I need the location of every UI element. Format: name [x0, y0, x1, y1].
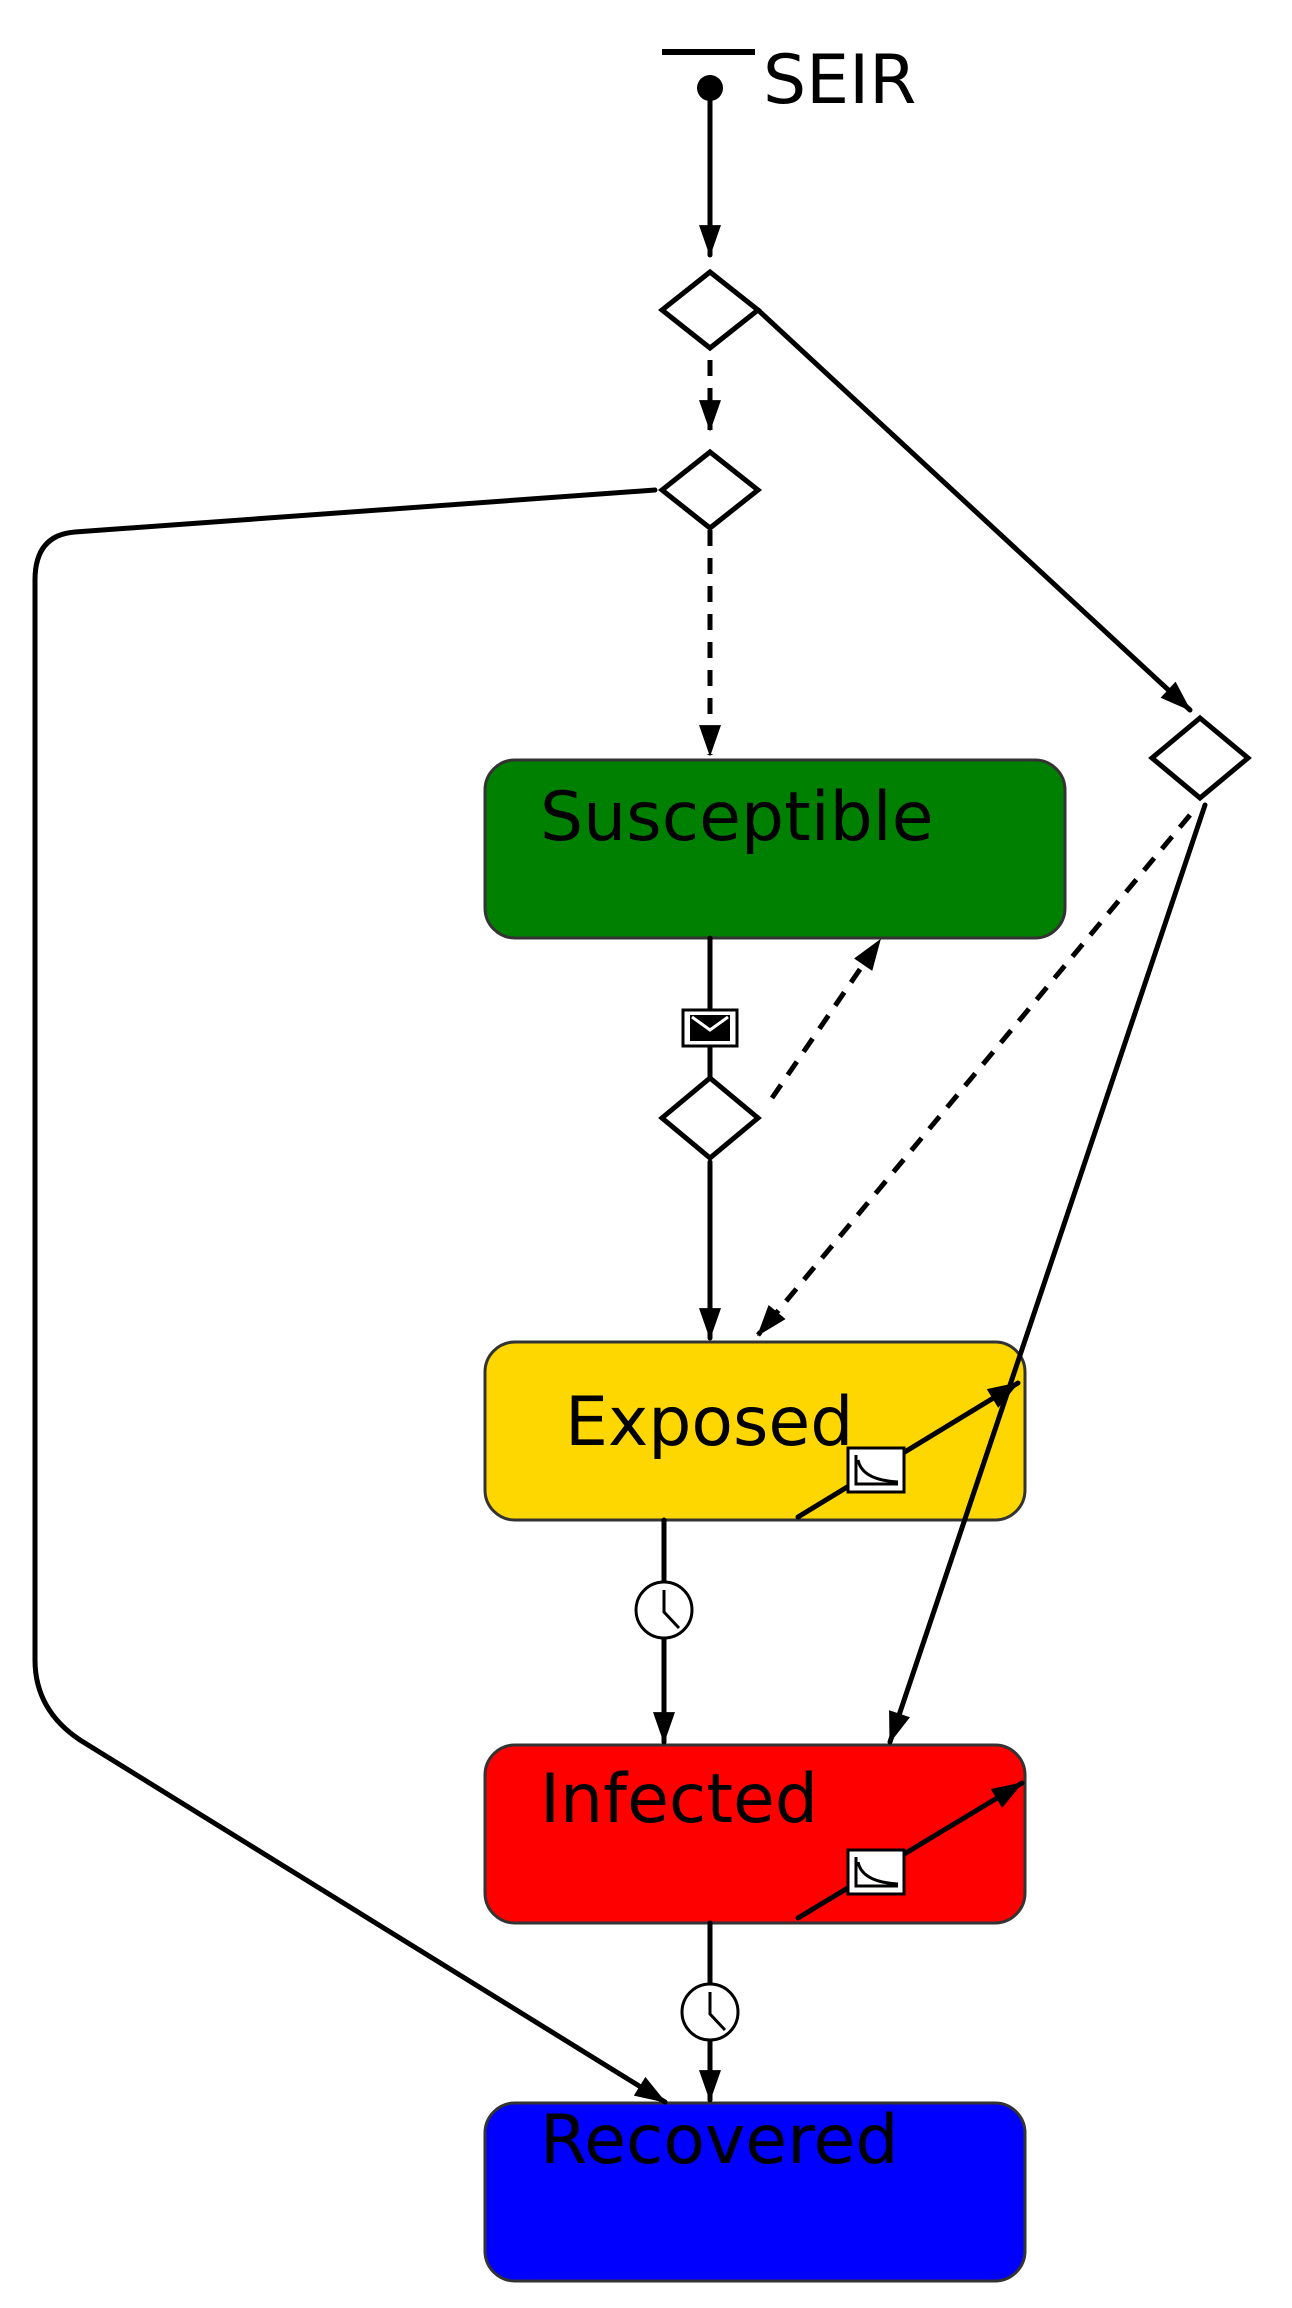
- branch-node-3[interactable]: [658, 1074, 762, 1162]
- timeout-clock-icon: [634, 1580, 694, 1640]
- transition-branch-right-to-exposed[interactable]: [756, 813, 1192, 1337]
- transition-branch3-to-susceptible[interactable]: [769, 938, 883, 1100]
- branch-node-2[interactable]: [657, 448, 763, 532]
- state-infected-label: Infected: [540, 1760, 818, 1839]
- rate-decay-icon: [846, 1446, 906, 1494]
- state-recovered-label: Recovered: [540, 2101, 899, 2180]
- branch-node-1[interactable]: [657, 268, 763, 352]
- transition-infected-internal[interactable]: [795, 1780, 1025, 1921]
- rate-decay-icon: [846, 1848, 906, 1896]
- transition-branch-right-to-infected[interactable]: [887, 802, 1208, 1745]
- state-exposed-label: Exposed: [565, 1383, 853, 1462]
- statechart-title: SEIR: [763, 41, 916, 120]
- statechart-entry-point[interactable]: [697, 75, 723, 101]
- state-susceptible[interactable]: [483, 758, 1067, 940]
- state-susceptible-label: Susceptible: [540, 778, 934, 857]
- message-envelope-icon: [681, 1008, 739, 1048]
- transition-branch1-to-branch-right[interactable]: [755, 307, 1193, 713]
- transition-branch2-to-recovered[interactable]: [32, 487, 668, 2105]
- timeout-clock-icon: [680, 1982, 740, 2042]
- transition-exposed-internal[interactable]: [795, 1380, 1021, 1520]
- branch-node-right[interactable]: [1148, 714, 1252, 802]
- state-recovered[interactable]: [483, 2101, 1027, 2283]
